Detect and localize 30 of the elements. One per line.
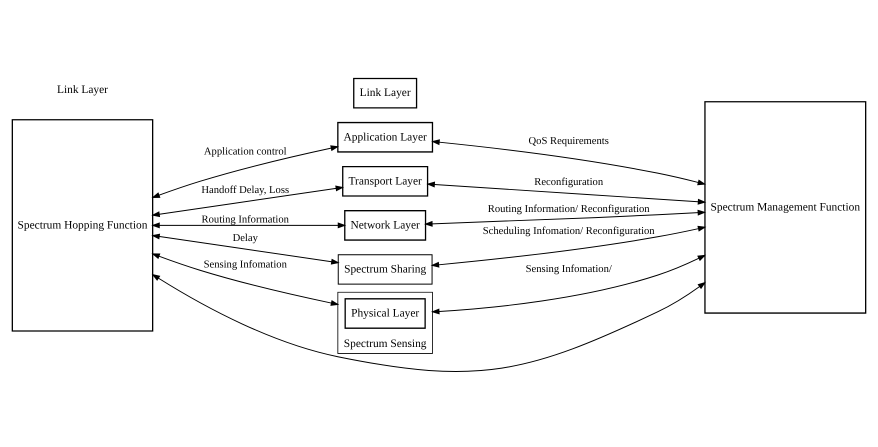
node-box: Network Layer <box>344 210 426 241</box>
arrow <box>431 139 706 186</box>
node-box: Spectrum Management Function <box>704 101 866 314</box>
node-box: Application Layer <box>337 122 434 153</box>
edge-label: Application control <box>204 146 287 158</box>
arrow <box>151 234 340 265</box>
arrow <box>426 182 706 205</box>
edge-label: QoS Requirements <box>528 136 609 148</box>
arrow <box>151 186 344 218</box>
label: Link Layer <box>56 84 108 96</box>
edge-label: Reconfiguration <box>534 176 604 188</box>
arrow <box>151 253 340 306</box>
arrow <box>152 274 706 372</box>
node-box: Link Layer <box>353 78 418 109</box>
edge-label: Routing Information/ Reconfiguration <box>488 204 650 215</box>
edge-label: Sensing Infomation <box>204 259 287 270</box>
edge-label: Delay <box>232 233 258 244</box>
arrow <box>424 210 706 227</box>
node-box: Physical Layer <box>344 298 426 329</box>
arrow <box>431 254 706 314</box>
edge-label: Sensing Infomation/ <box>526 264 612 276</box>
arrow <box>430 226 706 268</box>
edge-label: Handoff Delay, Loss <box>201 185 290 196</box>
edge-label: Routing Information <box>202 214 289 226</box>
arrow <box>151 222 346 228</box>
node-box: Spectrum Hopping Function <box>12 119 154 332</box>
edge-label: Scheduling Infomation/ Reconfiguration <box>482 226 655 237</box>
node-box: Spectrum Sharing <box>338 254 433 285</box>
node-box: Transport Layer <box>342 166 428 197</box>
arrow <box>151 145 340 198</box>
